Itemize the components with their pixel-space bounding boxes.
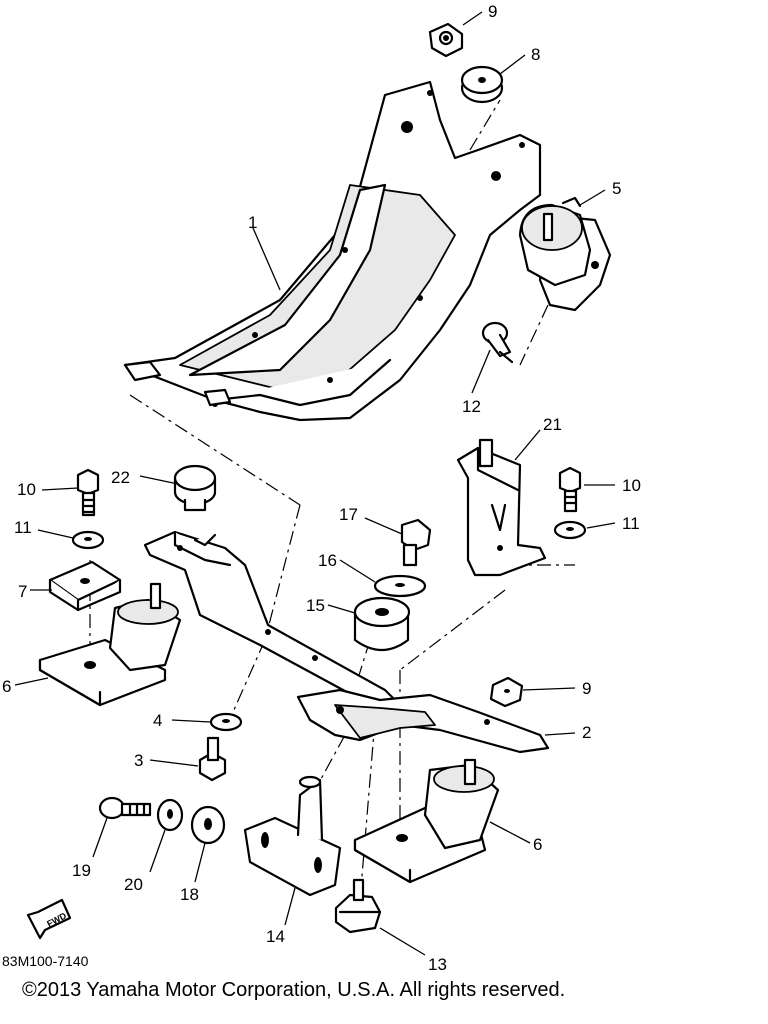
part-10-bolt-right bbox=[558, 466, 582, 513]
part-4-washer bbox=[209, 712, 243, 732]
callout-9-top: 9 bbox=[488, 2, 497, 21]
copyright-notice: ©2013 Yamaha Motor Corporation, U.S.A. A… bbox=[22, 979, 566, 1001]
leader-lines bbox=[14, 11, 616, 956]
part-5-rubber-mount bbox=[518, 196, 612, 312]
part-9-nut-right bbox=[489, 676, 524, 708]
callout-5: 5 bbox=[612, 179, 621, 198]
part-11-washer-right bbox=[553, 520, 587, 540]
part-18-washer bbox=[190, 805, 226, 845]
fwd-arrow-icon: FWD bbox=[26, 898, 72, 940]
part-20-washer bbox=[156, 798, 184, 832]
callout-14: 14 bbox=[266, 927, 285, 946]
part-16-washer bbox=[373, 574, 427, 598]
part-7-plate bbox=[48, 560, 122, 612]
part-3-bolt bbox=[198, 736, 227, 782]
part-13-stud-nut bbox=[334, 878, 382, 934]
callout-19: 19 bbox=[72, 861, 91, 880]
part-1-engine-bed bbox=[123, 80, 542, 422]
callout-6-right: 6 bbox=[533, 835, 542, 854]
part-17-flange-bolt bbox=[400, 518, 432, 567]
callout-10-right: 10 bbox=[622, 476, 641, 495]
callout-16: 16 bbox=[318, 551, 337, 570]
callout-8: 8 bbox=[531, 45, 540, 64]
part-19-bolt bbox=[98, 796, 152, 820]
callout-7: 7 bbox=[18, 582, 27, 601]
part-9-nut-top bbox=[428, 22, 464, 58]
callout-21: 21 bbox=[543, 415, 562, 434]
callout-22: 22 bbox=[111, 468, 130, 487]
callout-4: 4 bbox=[153, 711, 162, 730]
part-21-bracket bbox=[456, 438, 547, 577]
callout-15: 15 bbox=[306, 596, 325, 615]
part-2-engine-bracket bbox=[296, 688, 550, 754]
callout-3: 3 bbox=[134, 751, 143, 770]
callout-18: 18 bbox=[180, 885, 199, 904]
callout-13: 13 bbox=[428, 955, 447, 974]
part-6-mount-left bbox=[38, 582, 182, 707]
part-10-bolt-left bbox=[76, 468, 100, 517]
part-22-collar bbox=[173, 464, 217, 512]
part-11-washer-left bbox=[71, 530, 105, 550]
diagram-code: 83M100-7140 bbox=[2, 953, 89, 969]
callout-17: 17 bbox=[339, 505, 358, 524]
callout-20: 20 bbox=[124, 875, 143, 894]
callout-6-left: 6 bbox=[2, 677, 11, 696]
callout-numbers: 9 8 5 1 12 21 22 10 17 10 11 11 16 7 15 … bbox=[2, 2, 641, 974]
part-6-mount-right bbox=[353, 758, 500, 884]
callout-11-left: 11 bbox=[14, 518, 32, 537]
part-12-bolt bbox=[481, 321, 514, 364]
callout-11-right: 11 bbox=[622, 514, 640, 533]
callout-1: 1 bbox=[248, 213, 257, 232]
callout-10-left: 10 bbox=[17, 480, 36, 499]
callout-12: 12 bbox=[462, 397, 481, 416]
callout-9-right: 9 bbox=[582, 679, 591, 698]
part-15-collar bbox=[353, 596, 411, 652]
callout-2: 2 bbox=[582, 723, 591, 742]
part-8-spacer bbox=[460, 65, 504, 104]
part-14-pin-bracket bbox=[243, 775, 342, 897]
